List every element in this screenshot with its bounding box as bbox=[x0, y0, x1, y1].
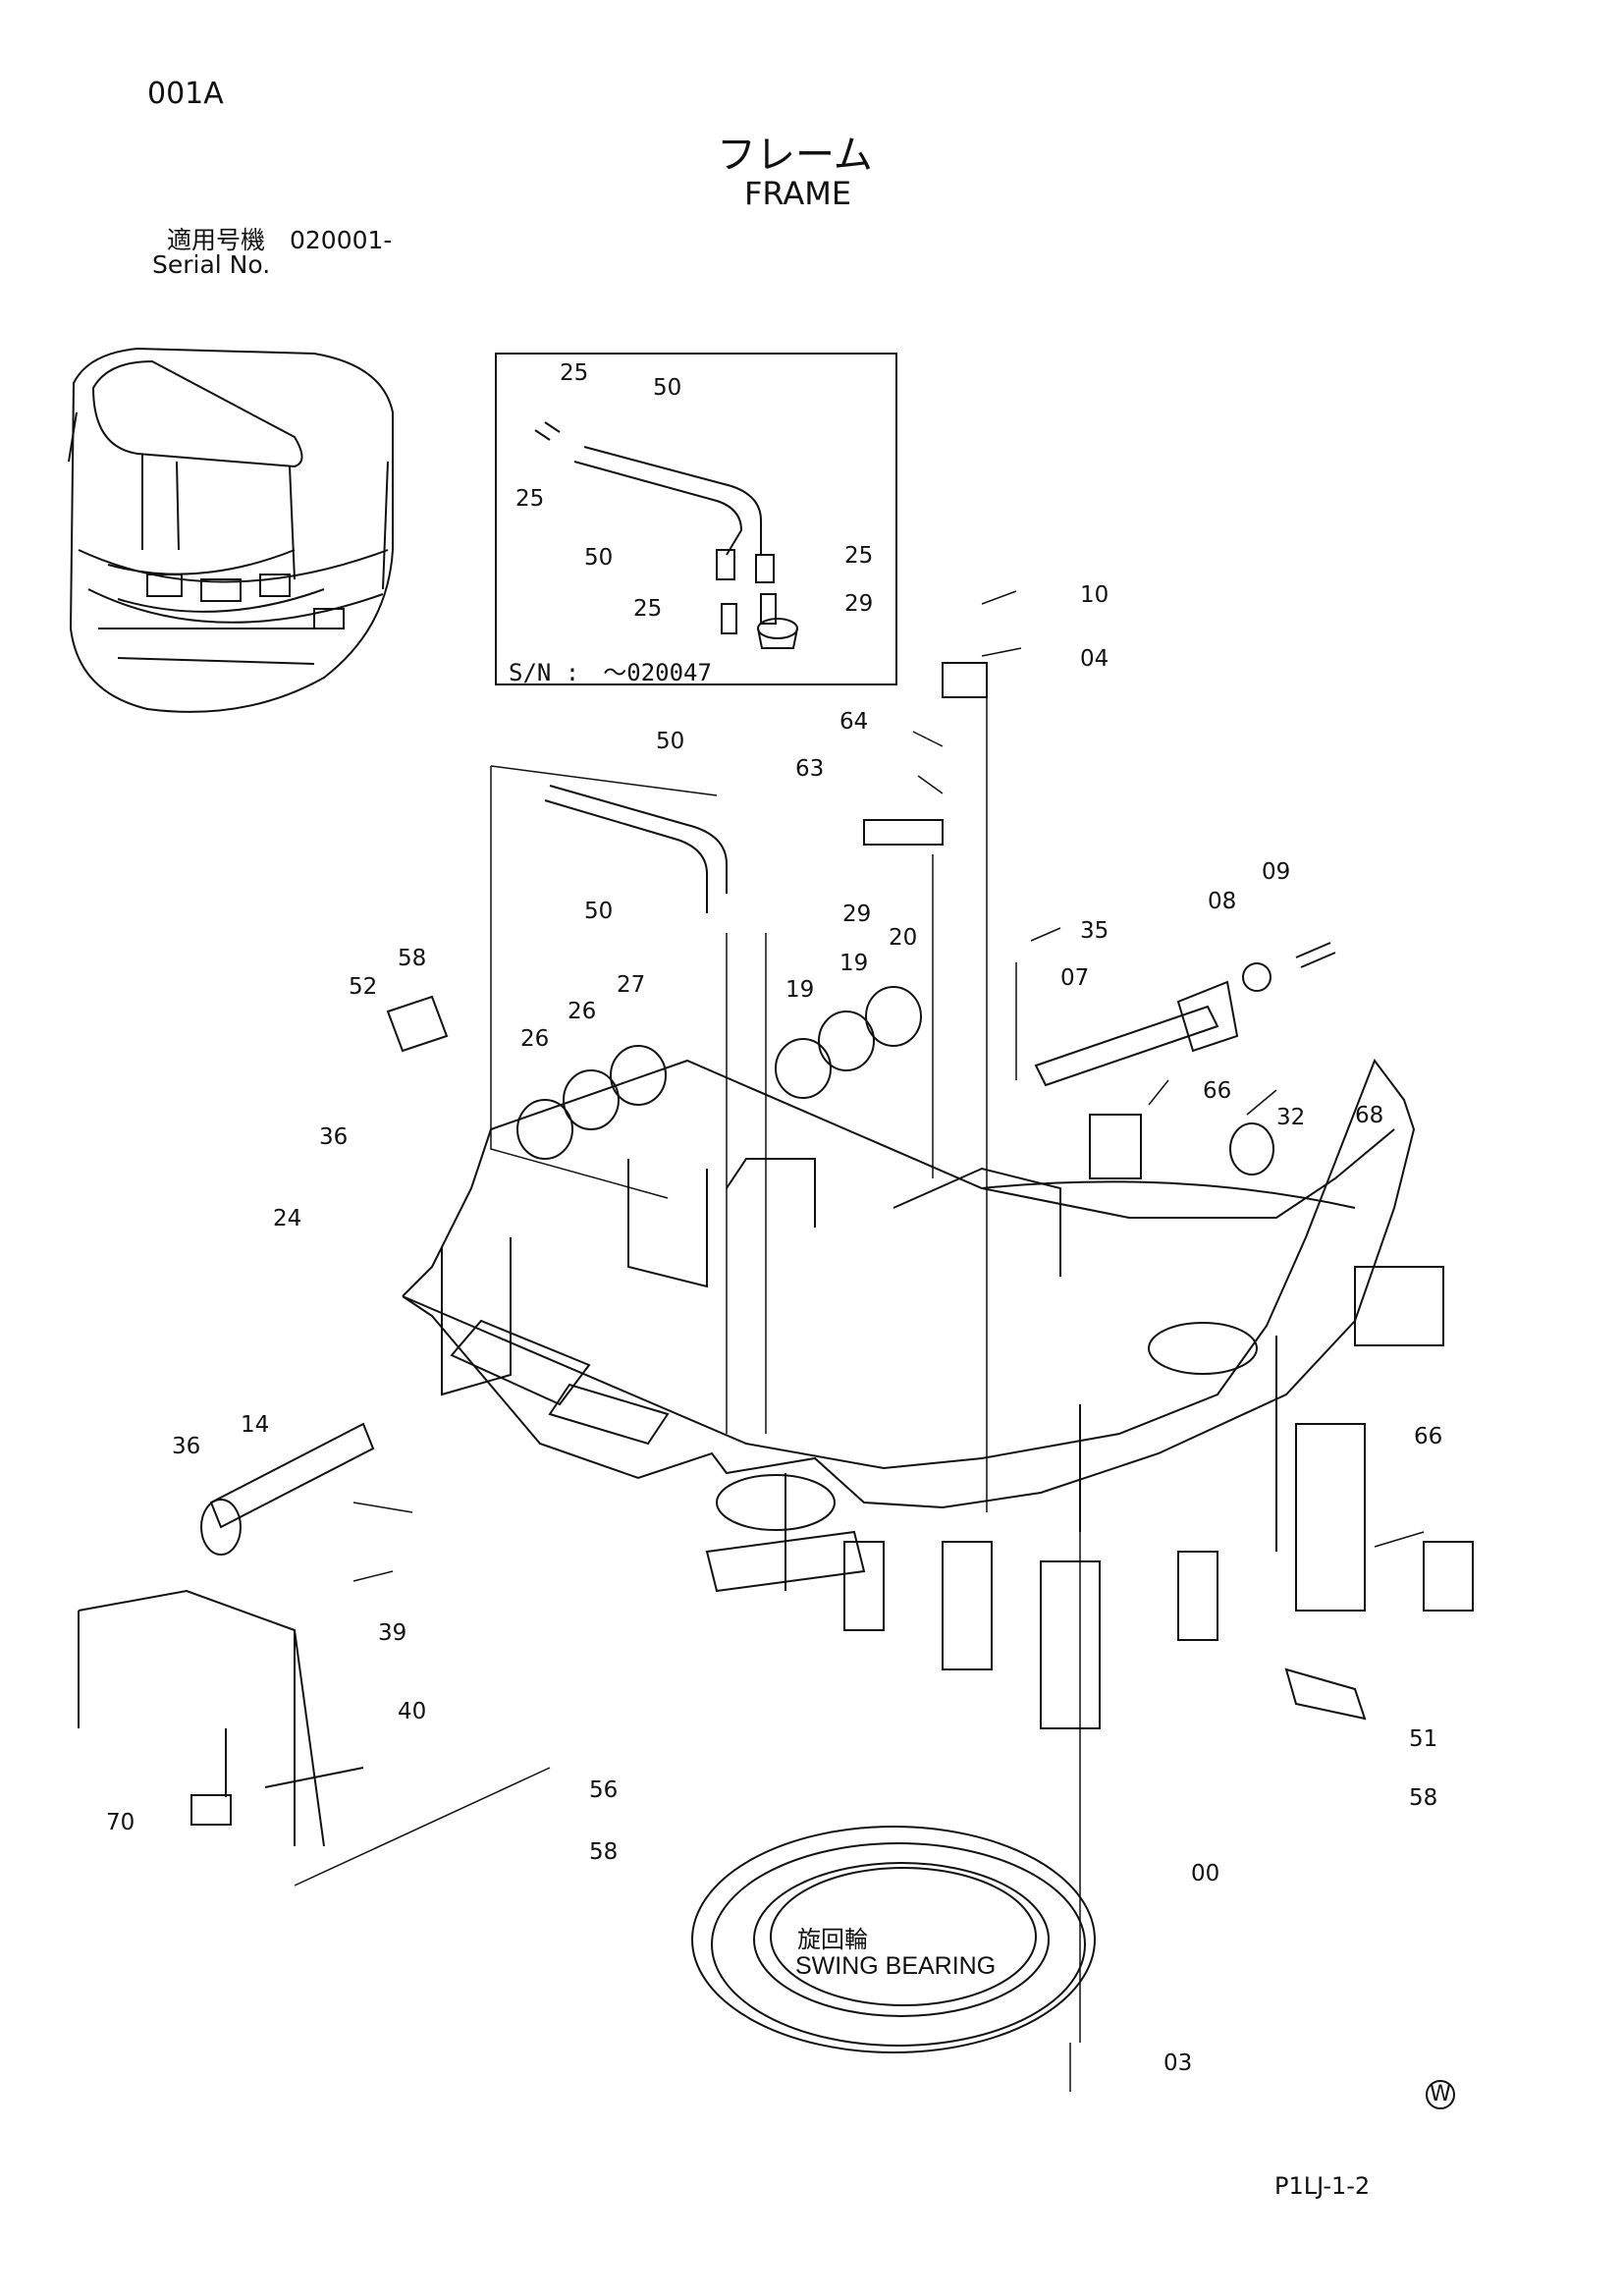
callout: 50 bbox=[656, 729, 684, 754]
inset-callout: 29 bbox=[844, 591, 873, 617]
inset-callout: 25 bbox=[633, 596, 662, 622]
frame-plate bbox=[402, 1058, 1416, 1729]
leader-lines bbox=[294, 590, 1425, 2092]
callout: 09 bbox=[1262, 859, 1290, 885]
page-code: 001A bbox=[147, 77, 224, 111]
callout: 58 bbox=[398, 946, 426, 971]
callout: 52 bbox=[349, 974, 377, 1000]
excavator-thumbnail bbox=[68, 347, 394, 713]
callout: 56 bbox=[589, 1777, 618, 1803]
callout: 20 bbox=[889, 925, 917, 951]
callout: 51 bbox=[1409, 1726, 1437, 1752]
callout: 32 bbox=[1276, 1105, 1305, 1130]
callout: 63 bbox=[795, 756, 824, 782]
callout: 66 bbox=[1414, 1424, 1442, 1449]
callout: 03 bbox=[1163, 2050, 1192, 2076]
callout: 29 bbox=[842, 902, 871, 927]
swing-bearing-ring bbox=[691, 1826, 1096, 2053]
callout: 14 bbox=[241, 1412, 269, 1438]
callout: 27 bbox=[617, 972, 645, 998]
callout: 36 bbox=[319, 1124, 348, 1150]
callout: 36 bbox=[172, 1434, 200, 1459]
circled-w-mark: W bbox=[1426, 2080, 1455, 2109]
callout: 70 bbox=[106, 1810, 135, 1835]
callout: 08 bbox=[1208, 889, 1236, 914]
parts-outlines bbox=[78, 662, 1474, 1847]
callout: 58 bbox=[589, 1839, 618, 1865]
callout: 68 bbox=[1355, 1103, 1383, 1128]
inset-callout: 25 bbox=[844, 543, 873, 569]
callout: 66 bbox=[1203, 1078, 1231, 1104]
callout: 39 bbox=[378, 1620, 406, 1646]
callout: 10 bbox=[1080, 582, 1109, 608]
inset-serial-note: S/N : ～020047 bbox=[509, 659, 712, 686]
inset-callout: 25 bbox=[560, 360, 588, 386]
inset-callout: 50 bbox=[653, 375, 681, 401]
callout: 19 bbox=[839, 951, 868, 976]
footer-code: P1LJ-1-2 bbox=[1274, 2172, 1371, 2200]
serial-range-japanese: 適用号機 020001- bbox=[167, 226, 393, 254]
callout-labels: 10 04 64 63 50 50 29 35 09 08 07 58 52 2… bbox=[106, 360, 1442, 2076]
callout: 58 bbox=[1409, 1785, 1437, 1811]
callout: 26 bbox=[568, 999, 596, 1024]
callout: 40 bbox=[398, 1699, 426, 1724]
callout: 64 bbox=[839, 709, 868, 735]
inset-callout: 25 bbox=[515, 486, 544, 512]
callout: 19 bbox=[785, 977, 814, 1003]
callout: 04 bbox=[1080, 646, 1109, 672]
title-japanese: フレーム bbox=[717, 133, 873, 178]
swing-bearing-label-japanese: 旋回輪 bbox=[797, 1926, 868, 1953]
callout: 50 bbox=[584, 899, 613, 924]
page-title: FRAME bbox=[744, 175, 852, 212]
callout: 26 bbox=[520, 1026, 549, 1052]
serial-label: Serial No. bbox=[152, 250, 271, 279]
callout: 00 bbox=[1191, 1861, 1219, 1886]
callout: 07 bbox=[1060, 965, 1089, 991]
inset-box bbox=[495, 353, 897, 685]
swing-bearing-label: SWING BEARING bbox=[795, 1952, 997, 1980]
callout: 35 bbox=[1080, 918, 1109, 944]
inset-callout: 50 bbox=[584, 545, 613, 571]
callout: 24 bbox=[273, 1206, 301, 1231]
